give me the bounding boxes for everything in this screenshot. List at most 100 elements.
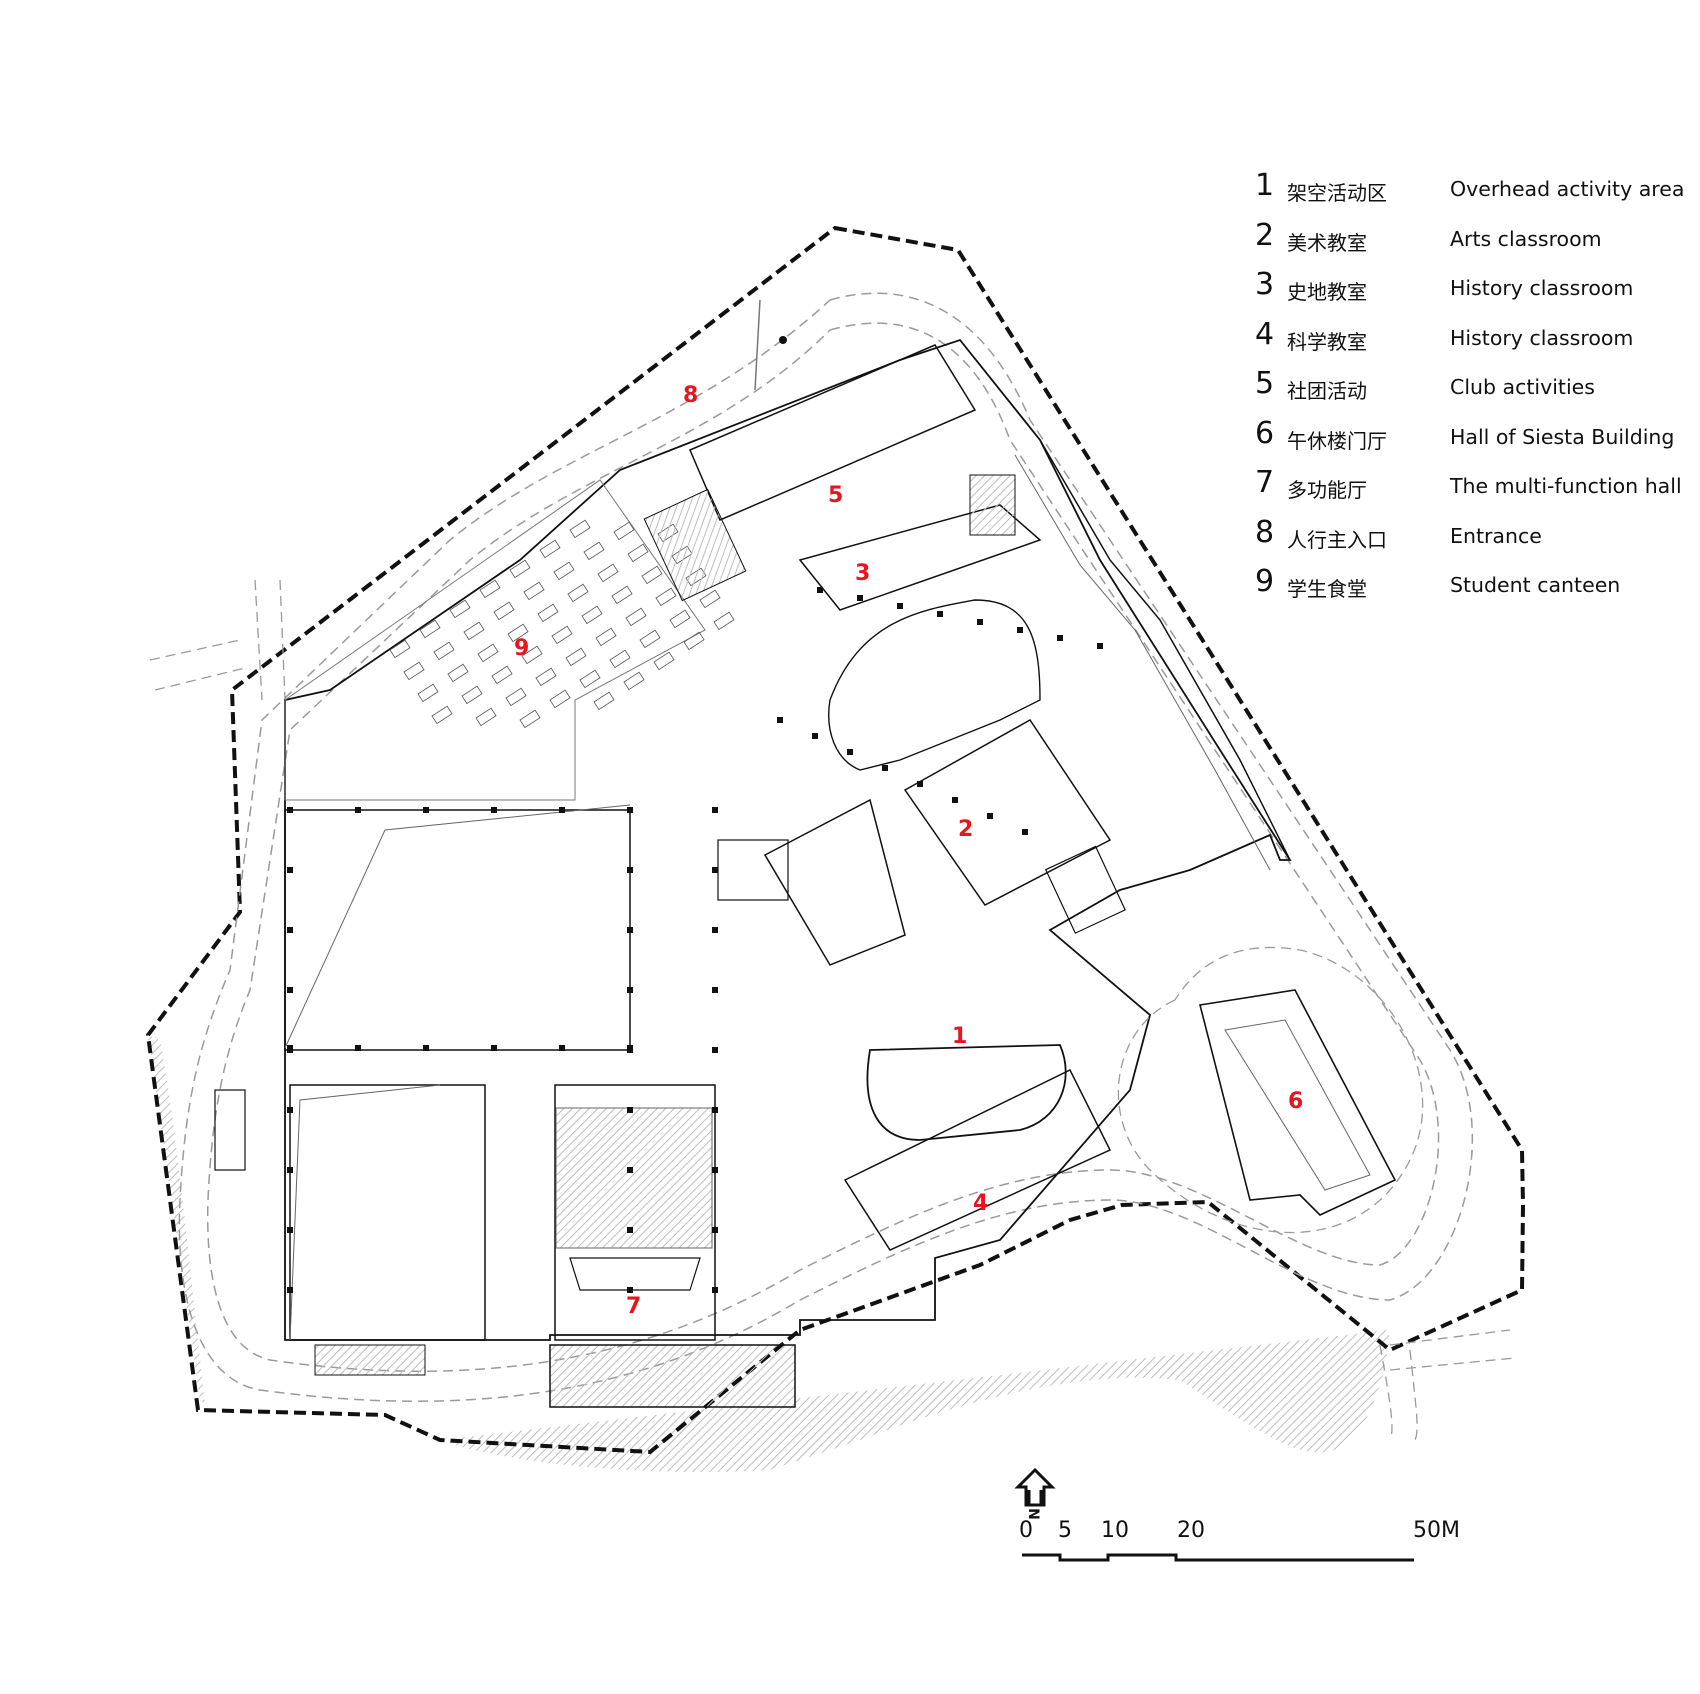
hall-west-box: [284, 809, 631, 1051]
canteen-table: [449, 599, 471, 619]
canteen-table: [519, 709, 541, 729]
gym-slant: [289, 1084, 441, 1341]
canteen-table: [613, 521, 635, 541]
column: [857, 595, 863, 601]
column: [287, 1107, 293, 1113]
room-label-5: 5: [828, 483, 843, 508]
column: [1097, 643, 1103, 649]
legend-num: 1: [1255, 168, 1275, 203]
canteen-wall: [284, 479, 706, 801]
canteen-table: [475, 707, 497, 727]
legend-num: 7: [1255, 465, 1275, 500]
column: [627, 1107, 633, 1113]
scale-tick-5: 5: [1058, 1518, 1072, 1543]
canteen-table: [463, 621, 485, 641]
site-boundary: [145, 225, 1526, 1455]
canteen-table: [447, 663, 469, 683]
column: [952, 797, 958, 803]
column: [897, 603, 903, 609]
canteen-table: [579, 669, 601, 689]
column: [491, 807, 497, 813]
column: [712, 1047, 718, 1053]
science-classroom-block: [843, 1068, 1112, 1251]
canteen-table: [593, 691, 615, 711]
stair-tower-2: [969, 474, 1016, 536]
scale-tick-0: 0: [1019, 1518, 1033, 1543]
legend-cn: 架空活动区: [1287, 181, 1387, 205]
south-corridor: [549, 1344, 796, 1408]
canteen-table: [655, 587, 677, 607]
legend-cn: 美术教室: [1287, 230, 1367, 255]
column: [423, 1045, 429, 1051]
canteen-table: [641, 565, 663, 585]
column: [423, 807, 429, 813]
column: [882, 765, 888, 771]
legend-num: 6: [1255, 415, 1275, 451]
canteen-table: [569, 519, 591, 539]
canteen-table: [539, 539, 561, 559]
legend-en: Entrance: [1450, 523, 1542, 548]
column: [287, 867, 293, 873]
canteen-table: [627, 543, 649, 563]
legend-num: 8: [1255, 514, 1275, 550]
canteen-table: [699, 589, 721, 609]
scale-tick-50m: 50M: [1413, 1518, 1460, 1543]
scale-bar: [1022, 1553, 1414, 1562]
column: [712, 1227, 718, 1233]
column: [491, 1045, 497, 1051]
siesta-hall-block: [1199, 989, 1397, 1216]
canteen-table: [565, 647, 587, 667]
stair-tower-3: [1044, 845, 1126, 934]
column: [355, 807, 361, 813]
canteen-table: [583, 541, 605, 561]
siesta-hall-inner: [1224, 1019, 1371, 1191]
legend-en: Student canteen: [1450, 573, 1621, 597]
hall-west-slant: [284, 804, 631, 1049]
classroom-west-block: [763, 798, 906, 966]
stage: [569, 1257, 701, 1291]
canteen-table: [535, 667, 557, 687]
legend-cn: 史地教室: [1287, 280, 1367, 304]
south-stair: [314, 1344, 426, 1376]
column: [712, 867, 718, 873]
column: [627, 807, 633, 813]
column: [712, 1107, 718, 1113]
entry-road-west: [149, 579, 286, 701]
room-label-4: 4: [973, 1191, 988, 1216]
history-classroom-block: [798, 504, 1042, 611]
courtyard-oval: [828, 599, 1041, 771]
column: [627, 1227, 633, 1233]
west-stair: [214, 1089, 246, 1171]
canteen-table: [389, 639, 411, 659]
room-label-9: 9: [514, 636, 529, 661]
column: [777, 717, 783, 723]
scale-tick-10: 10: [1101, 1518, 1129, 1543]
siesta-drive: [1117, 946, 1424, 1233]
canteen-table: [431, 705, 453, 725]
column-grid: [287, 587, 1103, 1293]
room-label-8: 8: [683, 383, 698, 408]
column: [287, 1287, 293, 1293]
legend-cn: 社团活动: [1287, 379, 1367, 403]
arts-classroom-block: [903, 719, 1112, 906]
column: [712, 927, 718, 933]
column: [987, 813, 993, 819]
perimeter-road-inner: [206, 322, 1440, 1372]
auditorium-seating: [555, 1107, 713, 1249]
column: [287, 1167, 293, 1173]
scale-labels: 0 5 10 20 50M: [1015, 1518, 1460, 1568]
legend-en: Hall of Siesta Building: [1450, 424, 1675, 449]
legend-en: History classroom: [1450, 325, 1634, 350]
canteen-table: [567, 583, 589, 603]
column: [287, 1227, 293, 1233]
room-label-6: 6: [1288, 1089, 1303, 1114]
legend-en: History classroom: [1450, 276, 1634, 300]
canteen-table: [403, 661, 425, 681]
column: [1017, 627, 1023, 633]
entry-path-north: [754, 299, 761, 391]
column: [817, 587, 823, 593]
